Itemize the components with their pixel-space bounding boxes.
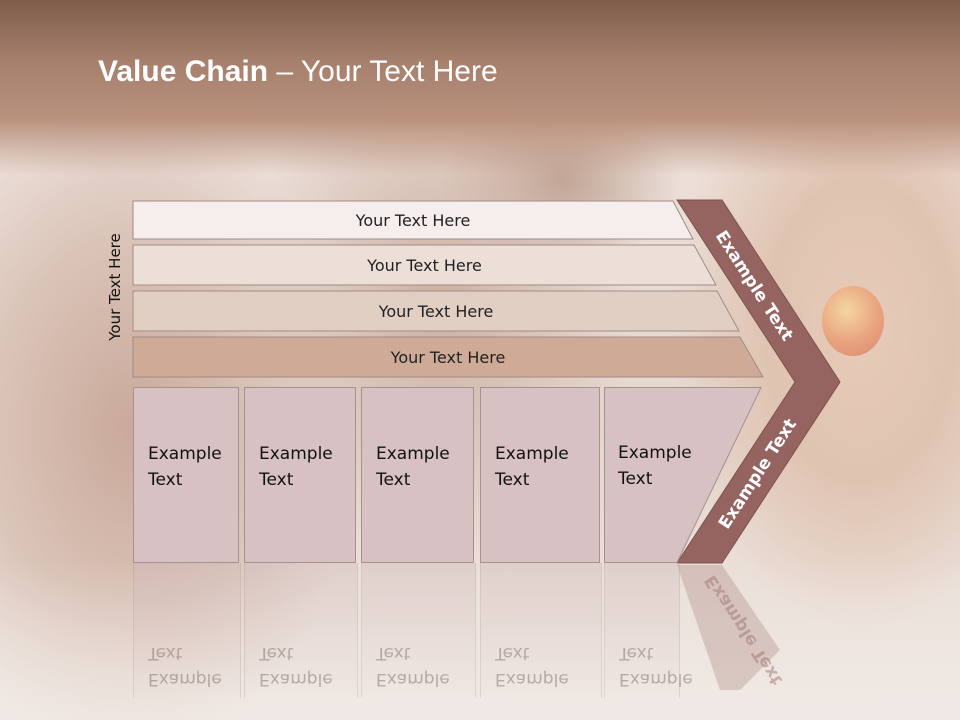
bar-4-label: Your Text Here: [390, 347, 506, 367]
bar-1-label: Your Text Here: [355, 210, 471, 230]
bar-3-label: Your Text Here: [378, 301, 494, 321]
title-rest: – Your Text Here: [268, 55, 498, 88]
chevron-reflection: [677, 565, 780, 690]
bar-1: Your Text Here: [133, 201, 693, 239]
chevron-shape: [676, 199, 841, 564]
bar-4: Your Text Here: [133, 337, 763, 377]
bar-outlines: [132, 200, 764, 378]
title-bold: Value Chain: [98, 55, 269, 88]
slide-title: Value Chain – Your Text Here: [98, 55, 498, 89]
title-banner: [0, 0, 960, 175]
bar-2: Your Text Here: [133, 245, 716, 285]
example-box-5-shape: [604, 387, 762, 563]
bar-2-label: Your Text Here: [367, 255, 482, 275]
bar-3: Your Text Here: [133, 291, 739, 331]
apple-image: [822, 286, 884, 356]
bottom-fade: [0, 560, 960, 720]
